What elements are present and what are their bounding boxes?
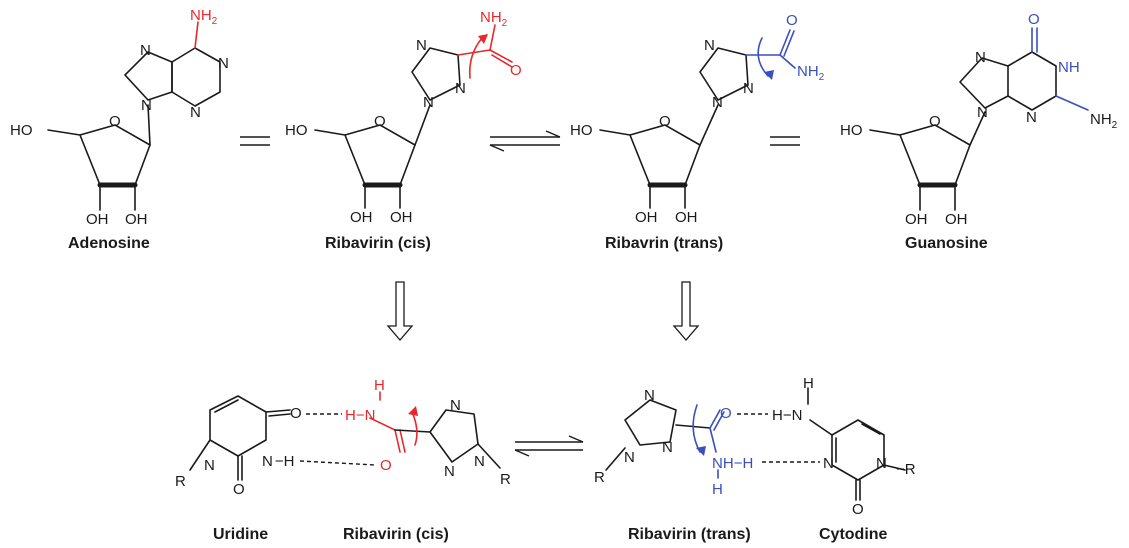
- equivalence-sign-1: [240, 136, 270, 146]
- cytodine-structure: [807, 387, 906, 501]
- adenosine-oh-1: OH: [86, 211, 109, 228]
- caption-uridine: Uridine: [213, 526, 268, 543]
- adenosine-ho: HO: [10, 122, 33, 139]
- ribavirin-cis-bottom-h-top: H: [374, 377, 385, 394]
- ribavirin-trans-oh-2: OH: [675, 209, 698, 226]
- ribavirin-trans-ring-o: O: [659, 113, 671, 130]
- ribavirin-trans-bottom-n2: N: [662, 439, 673, 456]
- ribavirin-trans-bottom-structure: [605, 399, 725, 479]
- cytodine-n3: N: [823, 455, 834, 472]
- ribavirin-trans-structure: [599, 29, 796, 209]
- ribavirin-trans-oh-1: OH: [635, 209, 658, 226]
- adenosine-n1: N: [218, 55, 229, 72]
- guanosine-n9: N: [977, 104, 988, 121]
- guanosine-oh-1: OH: [905, 211, 928, 228]
- caption-cytodine: Cytodine: [819, 526, 888, 543]
- ribavirin-cis-ho: HO: [285, 122, 308, 139]
- ribavirin-cis-bottom-o: O: [380, 457, 392, 474]
- down-arrow-right: [672, 281, 700, 341]
- caption-ribavirin-trans-bottom: Ribavirin (trans): [628, 526, 751, 543]
- guanosine-n3: N: [1026, 109, 1037, 126]
- ribavirin-cis-oh-2: OH: [390, 209, 413, 226]
- uridine-n1: N: [204, 457, 215, 474]
- ribavirin-trans-bottom-h: H: [712, 481, 723, 498]
- equivalence-sign-2: [770, 136, 800, 146]
- cytodine-h-top: H: [803, 375, 814, 392]
- ribavirin-trans-n1: N: [712, 94, 723, 111]
- ribavirin-trans-o: O: [786, 12, 798, 29]
- cytodine-n1: N: [876, 455, 887, 472]
- ribavirin-cis-bottom-n4: N: [450, 397, 461, 414]
- guanosine-nh2: NH2: [1090, 111, 1118, 131]
- guanosine-o6: O: [1028, 11, 1040, 28]
- ribavirin-trans-n4: N: [704, 37, 715, 54]
- caption-ribavirin-cis-bottom: Ribavirin (cis): [343, 526, 449, 543]
- ribavirin-trans-nh2: NH2: [797, 63, 825, 83]
- ribavirin-cis-structure: [314, 24, 513, 209]
- guanosine-nh: NH: [1058, 59, 1080, 76]
- uridine-o2: O: [233, 481, 245, 498]
- equilibrium-arrow-bottom: [514, 435, 584, 457]
- ribavirin-cis-n4: N: [416, 37, 427, 54]
- ribavirin-trans-bottom-n1: N: [624, 449, 635, 466]
- caption-guanosine: Guanosine: [905, 235, 988, 252]
- ribavirin-cis-bottom-structure: [369, 391, 501, 469]
- adenosine-n9: N: [141, 97, 152, 114]
- adenosine-structure: [47, 21, 221, 211]
- ribavirin-cis-bottom-n2: N: [444, 463, 455, 480]
- cytodine-o2: O: [852, 501, 864, 518]
- guanosine-structure: [869, 27, 1089, 211]
- adenosine-ring-o: O: [109, 113, 121, 130]
- ribavirin-trans-bottom-nh: NH−H: [712, 455, 753, 472]
- uridine-n3h: N−H: [262, 453, 294, 470]
- ribavirin-cis-bottom-r: R: [500, 471, 511, 488]
- ribavirin-cis-bottom-hn: H−N: [345, 407, 375, 424]
- caption-ribavirin-cis: Ribavirin (cis): [325, 235, 431, 252]
- ribavirin-trans-bottom-n4: N: [644, 387, 655, 404]
- caption-adenosine: Adenosine: [68, 235, 150, 252]
- adenosine-n7: N: [140, 42, 151, 59]
- ribavirin-cis-oh-1: OH: [350, 209, 373, 226]
- ribavirin-trans-bottom-r: R: [594, 469, 605, 486]
- caption-ribavrin-trans: Ribavrin (trans): [605, 235, 723, 252]
- ribavirin-trans-ho: HO: [570, 122, 593, 139]
- adenosine-n3: N: [190, 104, 201, 121]
- guanosine-ring-o: O: [929, 113, 941, 130]
- guanosine-n7: N: [975, 49, 986, 66]
- ribavirin-cis-n1: N: [423, 94, 434, 111]
- ribavirin-cis-o: O: [510, 62, 522, 79]
- cytodine-r: −R: [896, 461, 916, 478]
- uridine-structure: [189, 395, 291, 481]
- uridine-r: R: [175, 473, 186, 490]
- equilibrium-arrow-top: [489, 130, 561, 152]
- ribavirin-cis-bottom-n1: N: [474, 453, 485, 470]
- adenosine-oh-2: OH: [125, 211, 148, 228]
- cytodine-hn: H−N: [772, 407, 802, 424]
- guanosine-ho: HO: [840, 122, 863, 139]
- ribavirin-trans-bottom-o: O: [720, 405, 732, 422]
- ribavirin-trans-n2: N: [743, 80, 754, 97]
- uridine-o4: O: [290, 405, 302, 422]
- hbond-uridine-h-o: [299, 460, 376, 466]
- ribavirin-cis-nh2: NH2: [480, 9, 508, 29]
- adenosine-nh2: NH2: [190, 7, 218, 27]
- down-arrow-left: [386, 281, 414, 341]
- guanosine-oh-2: OH: [945, 211, 968, 228]
- ribavirin-cis-n2: N: [455, 80, 466, 97]
- ribavirin-cis-ring-o: O: [374, 113, 386, 130]
